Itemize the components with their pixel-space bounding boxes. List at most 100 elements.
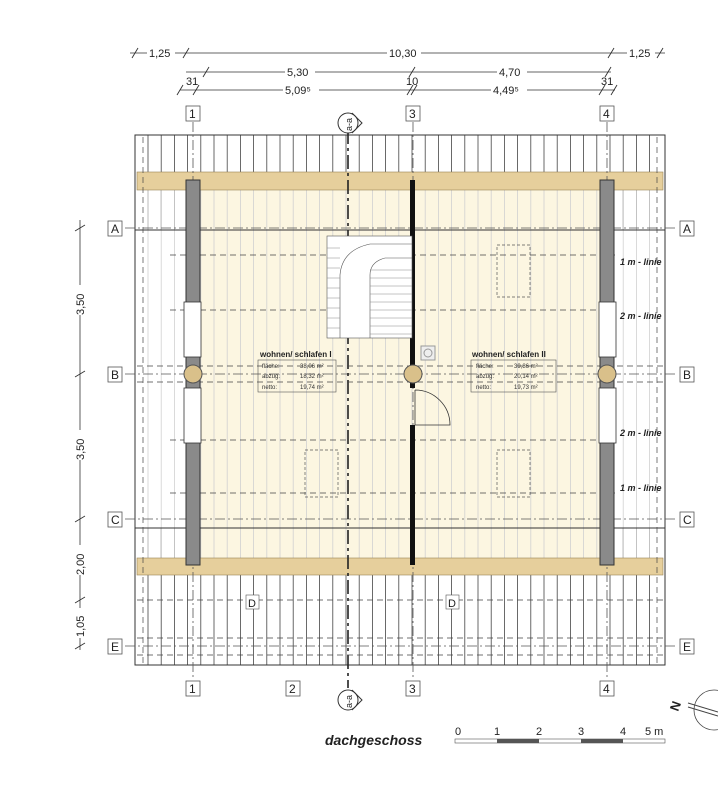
- drawing-title: dachgeschoss: [325, 732, 422, 748]
- svg-text:wohnen/ schlafen I: wohnen/ schlafen I: [259, 350, 332, 359]
- svg-text:38,06 m²: 38,06 m²: [300, 364, 324, 370]
- dimension-tick: [656, 47, 664, 59]
- svg-text:2,00: 2,00: [75, 554, 87, 575]
- svg-text:31: 31: [186, 76, 198, 88]
- svg-text:5,30: 5,30: [287, 67, 308, 79]
- axis-label: C: [111, 513, 120, 527]
- room-label-2: wohnen/ schlafen II fläche: 39,86 m² abzu…: [470, 350, 557, 393]
- wall-middle: [410, 180, 415, 388]
- dimension-tick: [74, 642, 86, 650]
- axis-label: 3: [409, 682, 416, 696]
- dimension-tick: [604, 66, 612, 78]
- scale-bar: 0 1 2 3 4 5 m: [454, 726, 666, 744]
- roof-outline: [134, 134, 666, 666]
- svg-text:10: 10: [406, 76, 418, 88]
- post: [403, 364, 423, 384]
- skylight: [496, 449, 531, 498]
- svg-text:10,30: 10,30: [389, 48, 417, 60]
- axis-label: B: [683, 368, 691, 382]
- north-arrow-icon: N: [667, 689, 718, 731]
- dimension-tick: [74, 596, 86, 604]
- post: [183, 364, 203, 384]
- svg-text:20,14 m²: 20,14 m²: [514, 374, 538, 380]
- svg-text:39,86 m²: 39,86 m²: [514, 364, 538, 370]
- svg-text:1,05: 1,05: [75, 616, 87, 637]
- dimension-tick: [176, 84, 184, 96]
- dimension-tick: [610, 84, 618, 96]
- axis-label: 2: [289, 682, 296, 696]
- axis-label: 3: [409, 107, 416, 121]
- skylight: [496, 244, 531, 298]
- svg-text:a-a: a-a: [344, 695, 354, 708]
- svg-text:abzug:: abzug:: [262, 374, 280, 380]
- dimension-tick: [192, 84, 200, 96]
- svg-text:18,32 m²: 18,32 m²: [300, 374, 324, 380]
- svg-text:5,09⁵: 5,09⁵: [285, 85, 311, 97]
- dimension-tick: [598, 84, 606, 96]
- axis-label: 4: [603, 682, 610, 696]
- wall-middle-lower: [410, 425, 415, 565]
- svg-text:1: 1: [494, 726, 500, 738]
- dimension-tick: [408, 66, 416, 78]
- height-line-label: 1 m - linie: [620, 483, 662, 493]
- svg-text:3: 3: [578, 726, 584, 738]
- dimension-tick: [406, 84, 414, 96]
- svg-text:netto:: netto:: [262, 385, 277, 391]
- svg-text:wohnen/ schlafen II: wohnen/ schlafen II: [471, 350, 546, 359]
- svg-text:19,74 m²: 19,74 m²: [300, 385, 324, 391]
- dimension-tick: [182, 47, 190, 59]
- axis-label: 1: [189, 107, 196, 121]
- door-swing: [414, 389, 451, 426]
- dimension-tick: [410, 84, 418, 96]
- svg-text:netto:: netto:: [476, 385, 491, 391]
- dormer-label: D: [248, 598, 256, 610]
- axis-label: E: [683, 640, 691, 654]
- svg-text:4,49⁵: 4,49⁵: [493, 85, 519, 97]
- svg-text:N: N: [667, 699, 684, 713]
- dimension-tick: [74, 224, 86, 232]
- svg-text:1,25: 1,25: [149, 48, 170, 60]
- axis-label: 1: [189, 682, 196, 696]
- svg-text:4: 4: [620, 726, 626, 738]
- svg-text:5 m: 5 m: [645, 726, 663, 738]
- section-marker-top: a-a: [337, 112, 363, 134]
- height-line-label: 2 m - linie: [619, 311, 662, 321]
- axis-label: A: [683, 222, 691, 236]
- svg-text:1,25: 1,25: [629, 48, 650, 60]
- post: [597, 364, 617, 384]
- svg-text:3,50: 3,50: [75, 294, 87, 315]
- svg-text:abzug:: abzug:: [476, 374, 494, 380]
- axis-label: 4: [603, 107, 610, 121]
- svg-text:0: 0: [455, 726, 461, 738]
- axis-label: B: [111, 368, 119, 382]
- svg-text:19,73 m²: 19,73 m²: [514, 385, 538, 391]
- dimension-tick: [74, 370, 86, 378]
- svg-text:fläche:: fläche:: [262, 364, 280, 370]
- svg-text:3,50: 3,50: [75, 439, 87, 460]
- section-marker-bottom: a-a: [337, 689, 363, 711]
- room-label-1: wohnen/ schlafen I fläche: 38,06 m² abzug…: [257, 350, 337, 393]
- axis-label: E: [111, 640, 119, 654]
- svg-text:a-a: a-a: [344, 118, 354, 131]
- dormer-label: D: [448, 598, 456, 610]
- svg-text:2: 2: [536, 726, 542, 738]
- dimension-tick: [202, 66, 210, 78]
- staircase: [326, 235, 413, 339]
- window: [598, 301, 617, 358]
- window: [183, 301, 202, 358]
- window: [183, 387, 202, 444]
- axis-label: C: [683, 513, 692, 527]
- dimension-tick: [607, 47, 615, 59]
- svg-text:31: 31: [601, 76, 613, 88]
- height-line-label: 2 m - linie: [619, 428, 662, 438]
- skylight: [304, 449, 339, 498]
- chimney: [420, 345, 436, 361]
- svg-text:fläche:: fläche:: [476, 364, 494, 370]
- dimension-tick: [131, 47, 139, 59]
- eave-band-bottom: [136, 557, 664, 576]
- svg-text:4,70: 4,70: [499, 67, 520, 79]
- height-line-label: 1 m - linie: [620, 257, 662, 267]
- axis-label: A: [111, 222, 119, 236]
- dimension-tick: [74, 515, 86, 523]
